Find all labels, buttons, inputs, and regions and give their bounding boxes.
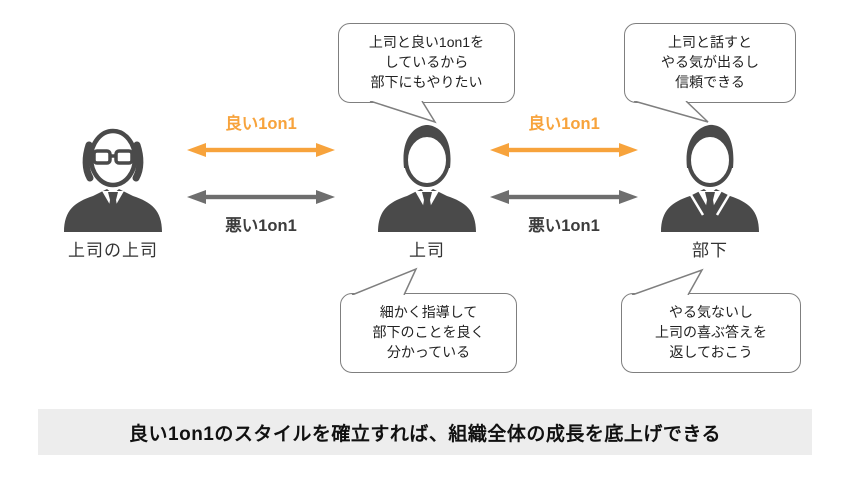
speech-bubble-subordinate-top: 上司と話すと やる気が出るし 信頼できる — [624, 23, 796, 103]
person-subordinate: 部下 — [652, 120, 768, 261]
good-1on1-double-arrow-icon — [490, 143, 638, 157]
speech-bubble-subordinate-top-text: 上司と話すと やる気が出るし 信頼できる — [661, 34, 759, 90]
conclusion-banner: 良い1on1のスタイルを確立すれば、組織全体の成長を底上げできる — [38, 409, 812, 455]
speech-bubble-subordinate-bottom: やる気ないし 上司の喜ぶ答えを 返しておこう — [621, 293, 801, 373]
speech-bubble-tail-icon — [631, 268, 704, 295]
bad-1on1-label: 悪い1on1 — [225, 217, 297, 235]
person-boss-of-boss: 上司の上司 — [55, 120, 171, 261]
good-1on1-double-arrow-icon — [187, 143, 335, 157]
person-boss-of-boss-label: 上司の上司 — [68, 241, 158, 260]
person-boss-label: 上司 — [409, 241, 445, 260]
conclusion-banner-text: 良い1on1のスタイルを確立すれば、組織全体の成長を底上げできる — [129, 423, 721, 445]
person-boss: 上司 — [369, 120, 485, 261]
speech-bubble-boss-bottom-text: 細かく指導して 部下のことを良く 分かっている — [372, 304, 485, 360]
speech-bubble-boss-bottom: 細かく指導して 部下のことを良く 分かっている — [340, 293, 517, 373]
person-subordinate-label: 部下 — [692, 241, 728, 260]
speech-bubble-boss-top-text: 上司と良い1on1を しているから 部下にもやりたい — [368, 34, 485, 90]
speech-bubble-tail-icon — [633, 101, 709, 123]
boss-avatar-icon — [378, 125, 476, 232]
boss-of-boss-avatar-icon — [64, 128, 162, 232]
bad-1on1-label: 悪い1on1 — [528, 217, 600, 235]
good-1on1-label: 良い1on1 — [528, 115, 600, 133]
speech-bubble-subordinate-bottom-text: やる気ないし 上司の喜ぶ答えを 返しておこう — [655, 304, 767, 360]
relation-group-left: 良い1on1 悪い1on1 — [187, 110, 335, 242]
bad-1on1-double-arrow-icon — [187, 190, 335, 204]
speech-bubble-tail-icon — [351, 267, 418, 295]
bad-1on1-double-arrow-icon — [490, 190, 638, 204]
subordinate-avatar-icon — [661, 124, 759, 232]
good-1on1-label: 良い1on1 — [225, 115, 297, 133]
speech-bubble-boss-top: 上司と良い1on1を しているから 部下にもやりたい — [338, 23, 515, 103]
relation-group-right: 良い1on1 悪い1on1 — [490, 110, 638, 242]
speech-bubble-tail-icon — [369, 101, 437, 124]
